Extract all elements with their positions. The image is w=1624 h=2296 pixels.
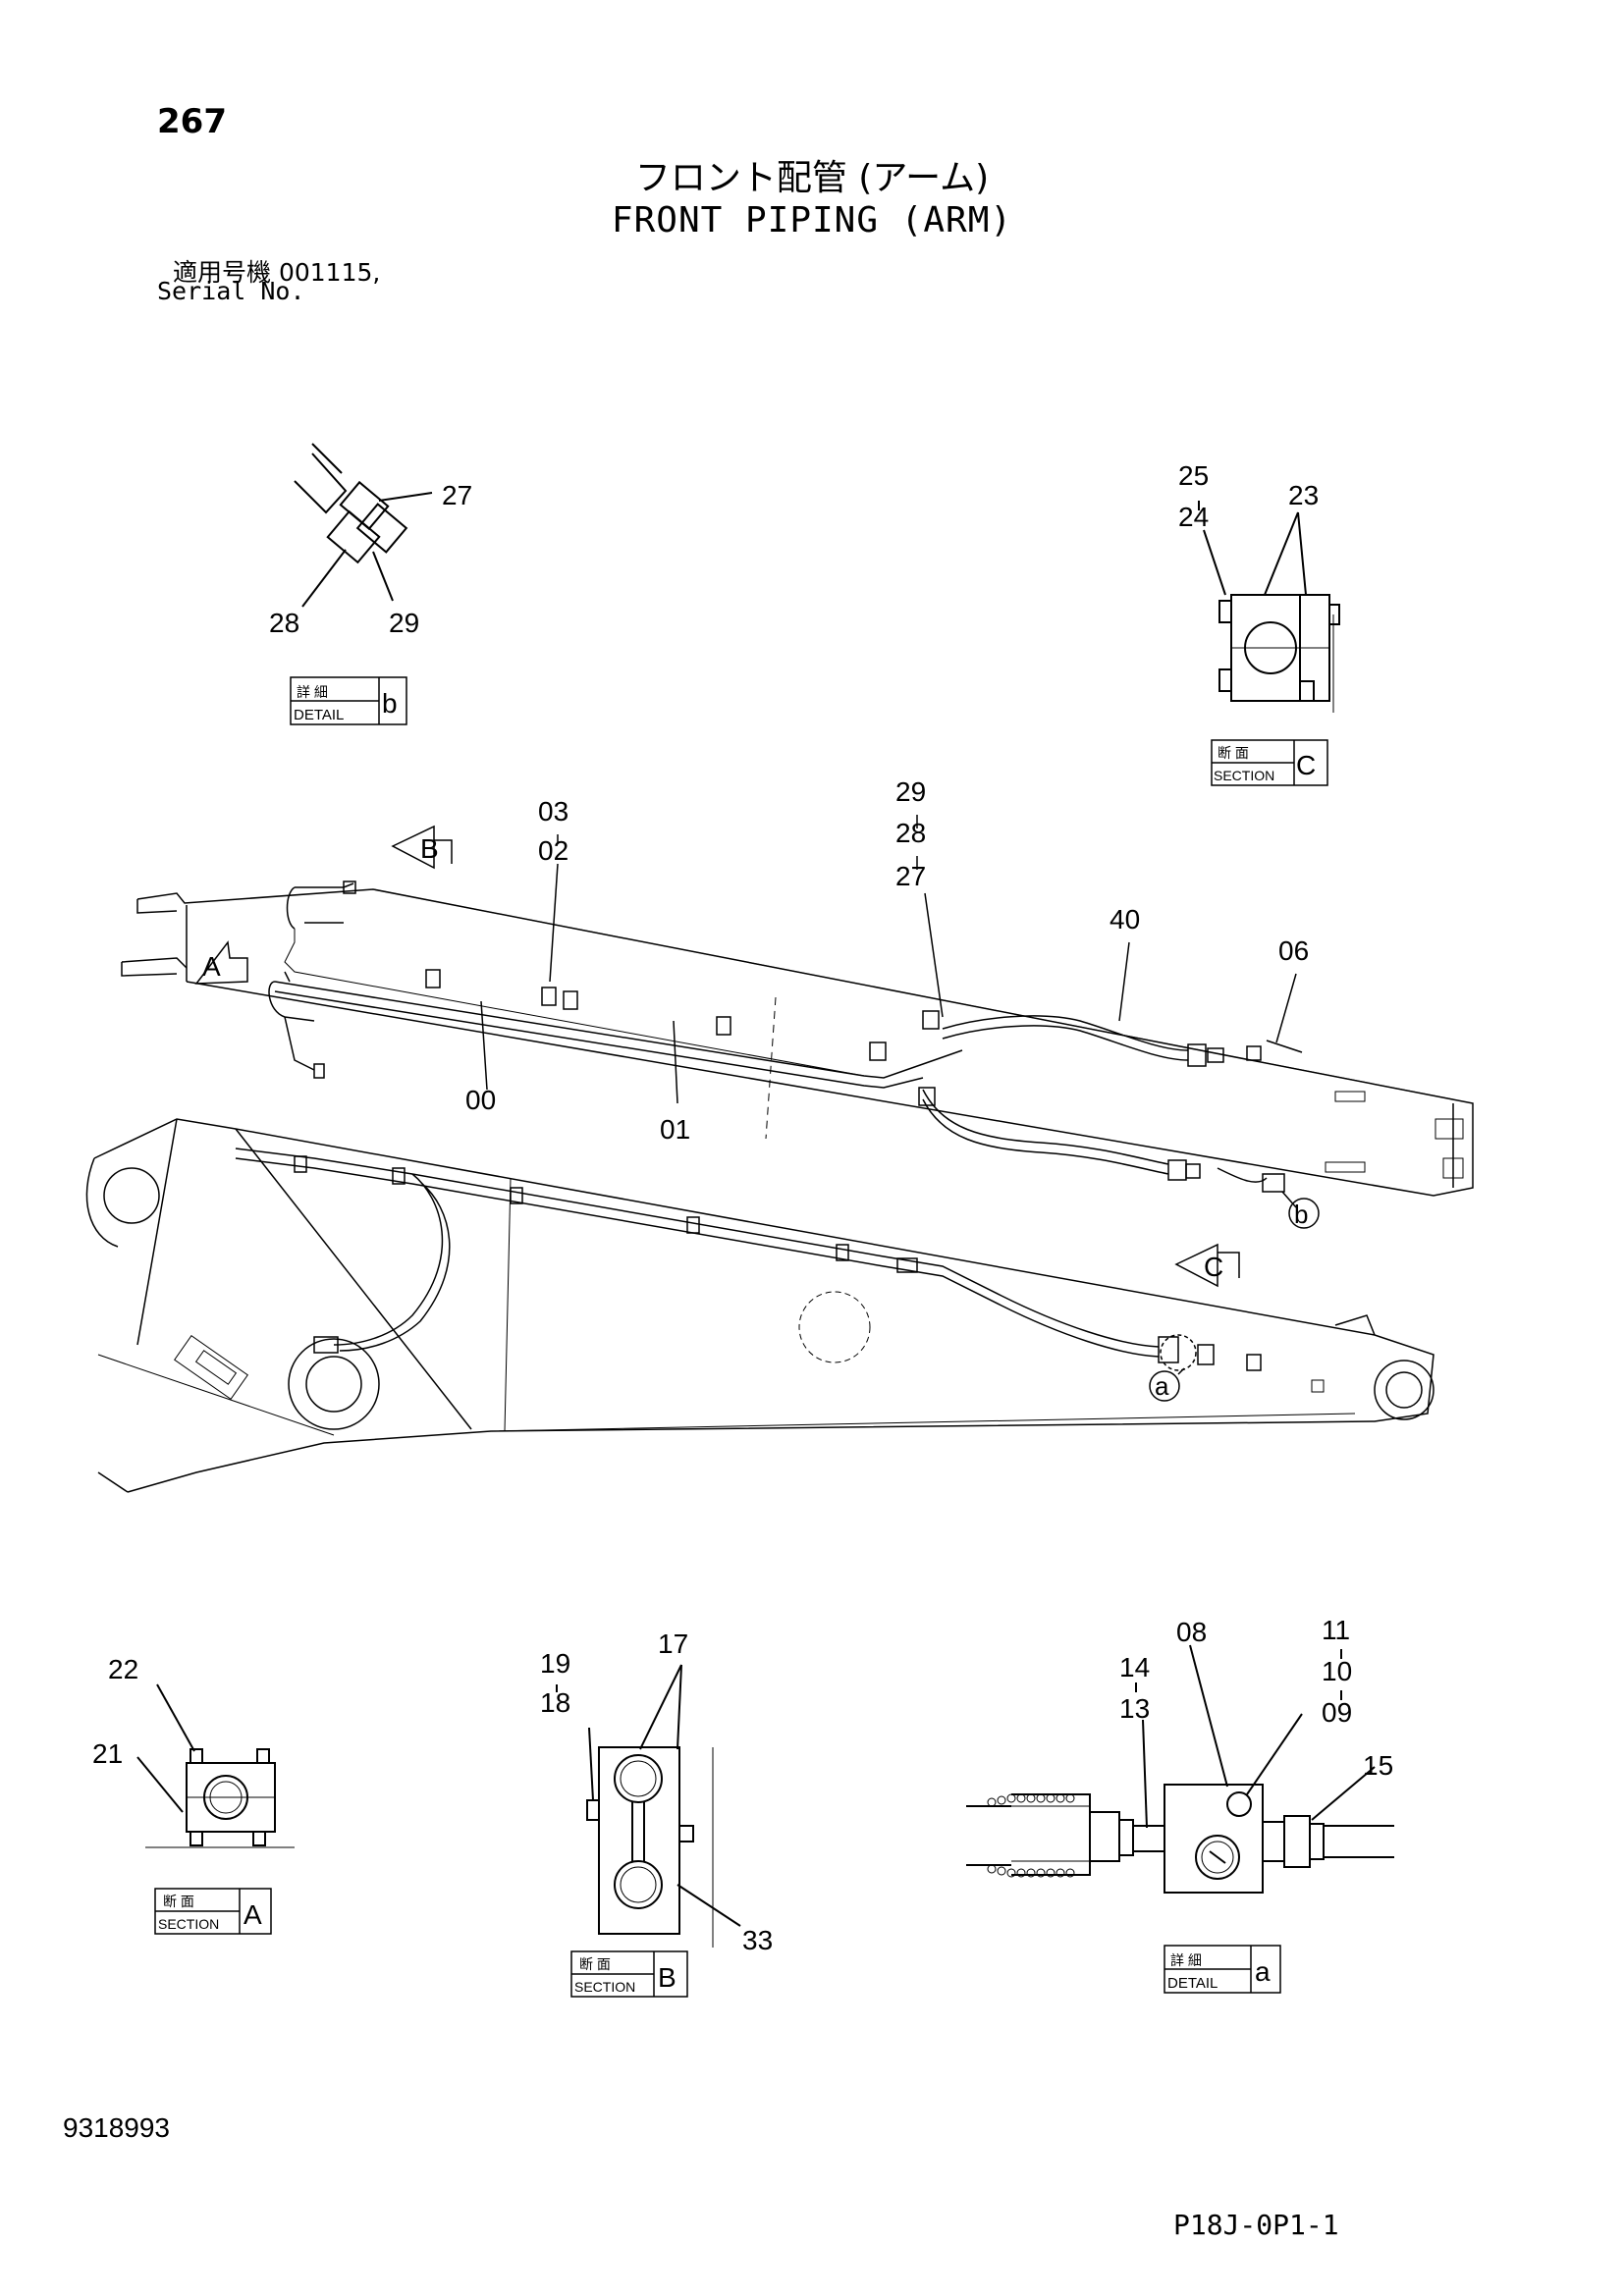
section-a-tag-en: SECTION — [158, 1916, 219, 1932]
part-label-10: 10 — [1322, 1656, 1352, 1686]
part-label-40: 40 — [1110, 904, 1140, 934]
section-c-tag-en: SECTION — [1214, 768, 1274, 783]
page-number: 267 — [157, 102, 227, 141]
detail-a-view: 14 13 08 11 10 09 15 — [966, 1615, 1394, 1894]
part-label-24: 24 — [1178, 502, 1209, 532]
section-a-tag-letter: A — [244, 1899, 262, 1930]
detail-b-view: 27 28 29 — [269, 443, 472, 638]
detail-callout-b-letter: b — [1294, 1200, 1308, 1229]
part-label-13: 13 — [1119, 1693, 1150, 1724]
part-label-11: 11 — [1322, 1615, 1350, 1645]
detail-a-tag-jp: 詳 細 — [1170, 1952, 1202, 1968]
view-arrow-c-letter: C — [1204, 1252, 1223, 1282]
part-label-18: 18 — [540, 1687, 570, 1718]
sheet-id: P18J-0P1-1 — [1173, 2209, 1339, 2241]
title-japanese: フロント配管 (アーム) — [634, 158, 990, 198]
detail-b-tag-letter: b — [382, 688, 398, 719]
part-label-29-main: 29 — [895, 776, 926, 807]
part-label-17: 17 — [658, 1629, 688, 1659]
part-label-21: 21 — [92, 1738, 123, 1769]
detail-callout-a-letter: a — [1155, 1371, 1169, 1401]
document-number: 9318993 — [63, 2112, 171, 2143]
arm-body — [85, 888, 1474, 1493]
detail-a-tag-letter: a — [1255, 1956, 1271, 1987]
part-label-22: 22 — [108, 1654, 138, 1684]
part-label-27: 27 — [442, 480, 472, 510]
part-label-08: 08 — [1176, 1617, 1207, 1647]
part-label-28-main: 28 — [895, 818, 926, 848]
detail-callout-a: a — [1149, 1370, 1180, 1402]
section-b-tag-en: SECTION — [574, 1979, 635, 1995]
section-c-tag-letter: C — [1296, 750, 1316, 780]
serial-label-english: Serial No. — [157, 277, 305, 305]
detail-a-tag-en: DETAIL — [1167, 1975, 1218, 1992]
section-a-tag-jp: 断 面 — [163, 1894, 194, 1909]
section-b-tag-letter: B — [658, 1962, 677, 1993]
section-b-view: 19 18 17 33 — [540, 1629, 773, 1955]
part-label-27-main: 27 — [895, 861, 926, 891]
part-label-28: 28 — [269, 608, 299, 638]
view-arrow-b-letter: B — [420, 833, 439, 864]
part-label-23: 23 — [1288, 480, 1319, 510]
detail-b-tag: 詳 細 DETAIL b — [290, 676, 407, 725]
part-label-09: 09 — [1322, 1697, 1352, 1728]
part-label-19: 19 — [540, 1648, 570, 1679]
part-label-01: 01 — [660, 1114, 690, 1145]
section-b-tag-jp: 断 面 — [579, 1956, 611, 1972]
part-label-14: 14 — [1119, 1652, 1150, 1682]
part-label-00: 00 — [465, 1085, 496, 1115]
view-arrow-c: C — [1174, 1243, 1240, 1288]
detail-a-tag: 詳 細 DETAIL a — [1164, 1945, 1281, 1994]
section-c-tag: 断 面 SECTION C — [1211, 739, 1328, 786]
part-label-02: 02 — [538, 835, 568, 866]
detail-b-tag-en: DETAIL — [294, 707, 344, 723]
section-b-tag: 断 面 SECTION B — [570, 1950, 688, 1998]
detail-callout-b: b — [1288, 1198, 1320, 1229]
title-english: FRONT PIPING (ARM) — [611, 200, 1013, 240]
view-arrow-a-letter: A — [202, 951, 221, 982]
serial-label-japanese: 適用号機 001115, — [173, 258, 381, 287]
hydraulic-lines — [235, 881, 1303, 1371]
part-label-03: 03 — [538, 796, 568, 827]
section-c-view: 25 24 23 — [1178, 460, 1340, 713]
view-arrow-b: B — [391, 825, 453, 870]
section-a-view: 22 21 — [92, 1654, 295, 1848]
section-a-tag: 断 面 SECTION A — [154, 1888, 272, 1935]
view-arrow-a: A — [194, 940, 248, 985]
main-leader-lines — [480, 815, 1297, 1375]
main-part-labels: 03 02 29 28 27 40 06 00 01 — [465, 776, 1309, 1145]
part-label-25: 25 — [1178, 460, 1209, 491]
section-c-tag-jp: 断 面 — [1218, 745, 1249, 761]
part-label-15: 15 — [1363, 1750, 1393, 1781]
part-label-06: 06 — [1278, 935, 1309, 966]
part-label-29: 29 — [389, 608, 419, 638]
detail-b-tag-jp: 詳 細 — [297, 684, 328, 700]
part-label-33: 33 — [742, 1925, 773, 1955]
